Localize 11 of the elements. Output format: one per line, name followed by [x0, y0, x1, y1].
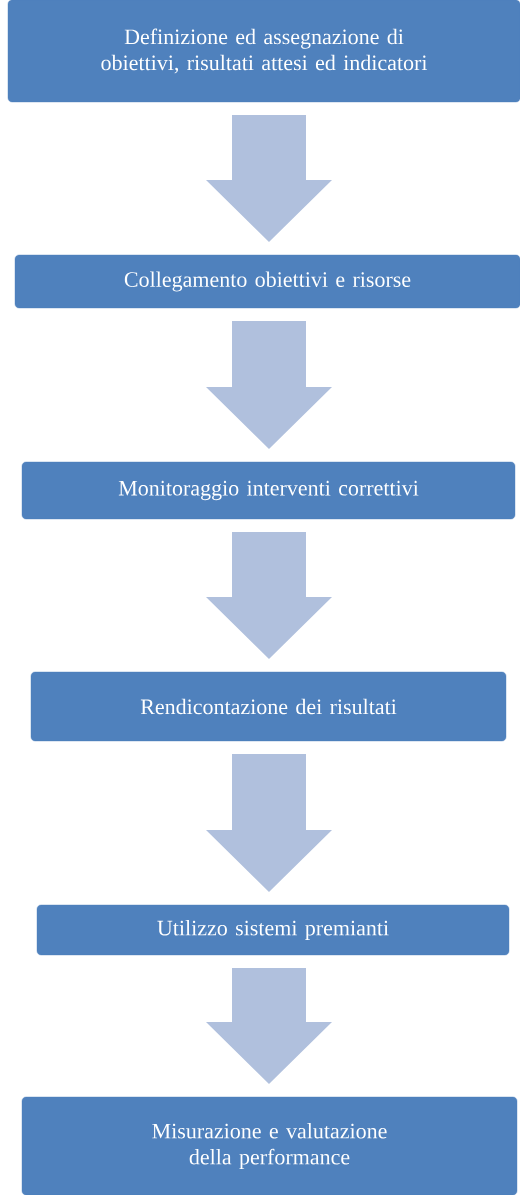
block-arrow — [206, 968, 332, 1084]
process-box: Misurazione e valutazione della performance — [21, 1096, 518, 1195]
process-box: Rendicontazione dei risultati — [30, 671, 507, 742]
block-arrow — [206, 754, 332, 892]
process-box: Definizione ed assegnazione di obiettivi, risultati attesi ed indicatori — [7, 0, 520, 103]
block-arrow — [206, 321, 332, 449]
process-box: Monitoraggio interventi correttivi — [21, 461, 516, 520]
block-arrow — [206, 532, 332, 659]
process-box: Utilizzo sistemi premianti — [36, 904, 510, 956]
block-arrow — [206, 115, 332, 242]
process-box: Collegamento obiettivi e risorse — [14, 254, 520, 309]
